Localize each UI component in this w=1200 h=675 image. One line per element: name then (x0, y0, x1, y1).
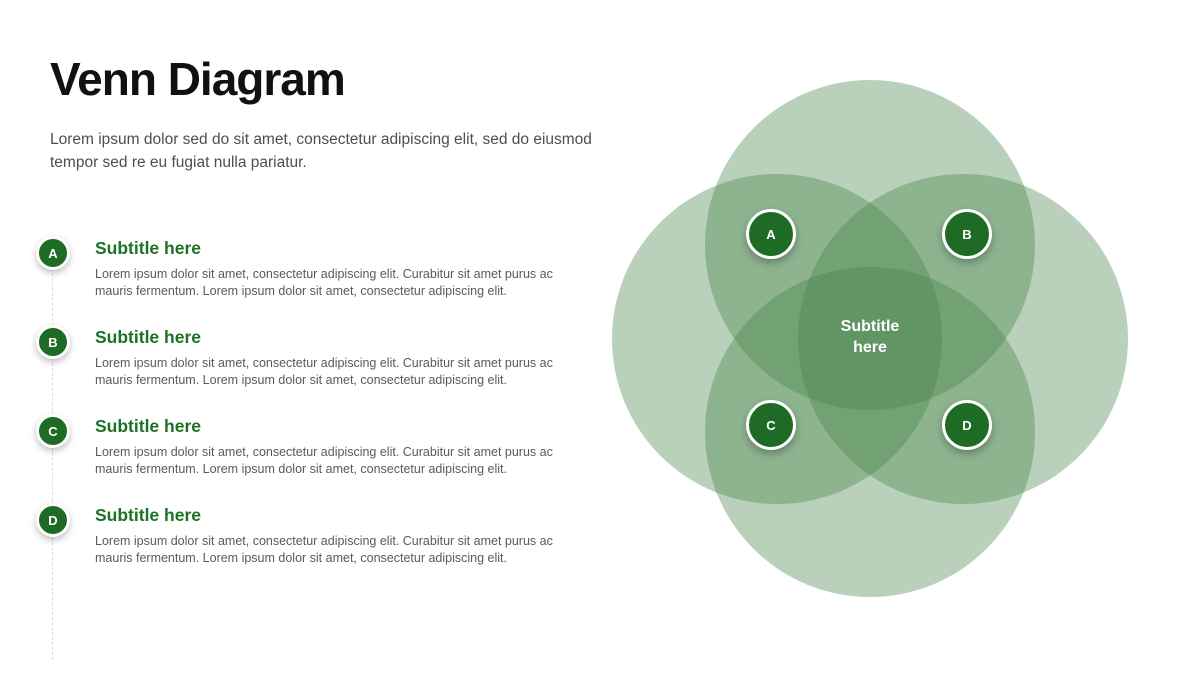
item-heading: Subtitle here (95, 416, 201, 436)
item-heading: Subtitle here (95, 505, 201, 525)
list-item: D Subtitle here Lorem ipsum dolor sit am… (36, 503, 581, 566)
list-connector-line (52, 253, 53, 660)
item-heading: Subtitle here (95, 327, 201, 347)
venn-badge-c: C (746, 400, 796, 450)
venn-badge-b: B (942, 209, 992, 259)
item-description: Lorem ipsum dolor sit amet, consectetur … (95, 267, 553, 298)
list-item: A Subtitle here Lorem ipsum dolor sit am… (36, 236, 581, 299)
list-item: B Subtitle here Lorem ipsum dolor sit am… (36, 325, 581, 388)
page-title: Venn Diagram (50, 53, 346, 105)
venn-badge-a: A (746, 209, 796, 259)
item-content: Subtitle here Lorem ipsum dolor sit amet… (95, 503, 581, 566)
slide-intro-text: Lorem ipsum dolor sed do sit amet, conse… (50, 131, 592, 171)
venn-diagram: Subtitle here A B C D (612, 80, 1128, 597)
item-letter-badge: C (36, 414, 70, 448)
item-content: Subtitle here Lorem ipsum dolor sit amet… (95, 414, 581, 477)
item-content: Subtitle here Lorem ipsum dolor sit amet… (95, 236, 581, 299)
item-letter-badge: B (36, 325, 70, 359)
item-heading: Subtitle here (95, 238, 201, 258)
item-description: Lorem ipsum dolor sit amet, consectetur … (95, 445, 553, 476)
item-letter-badge: D (36, 503, 70, 537)
item-description: Lorem ipsum dolor sit amet, consectetur … (95, 534, 553, 565)
list-item: C Subtitle here Lorem ipsum dolor sit am… (36, 414, 581, 477)
venn-center-label: Subtitle here (840, 318, 900, 356)
item-list: A Subtitle here Lorem ipsum dolor sit am… (36, 236, 581, 592)
item-content: Subtitle here Lorem ipsum dolor sit amet… (95, 325, 581, 388)
venn-badge-d: D (942, 400, 992, 450)
item-letter-badge: A (36, 236, 70, 270)
item-description: Lorem ipsum dolor sit amet, consectetur … (95, 356, 553, 387)
